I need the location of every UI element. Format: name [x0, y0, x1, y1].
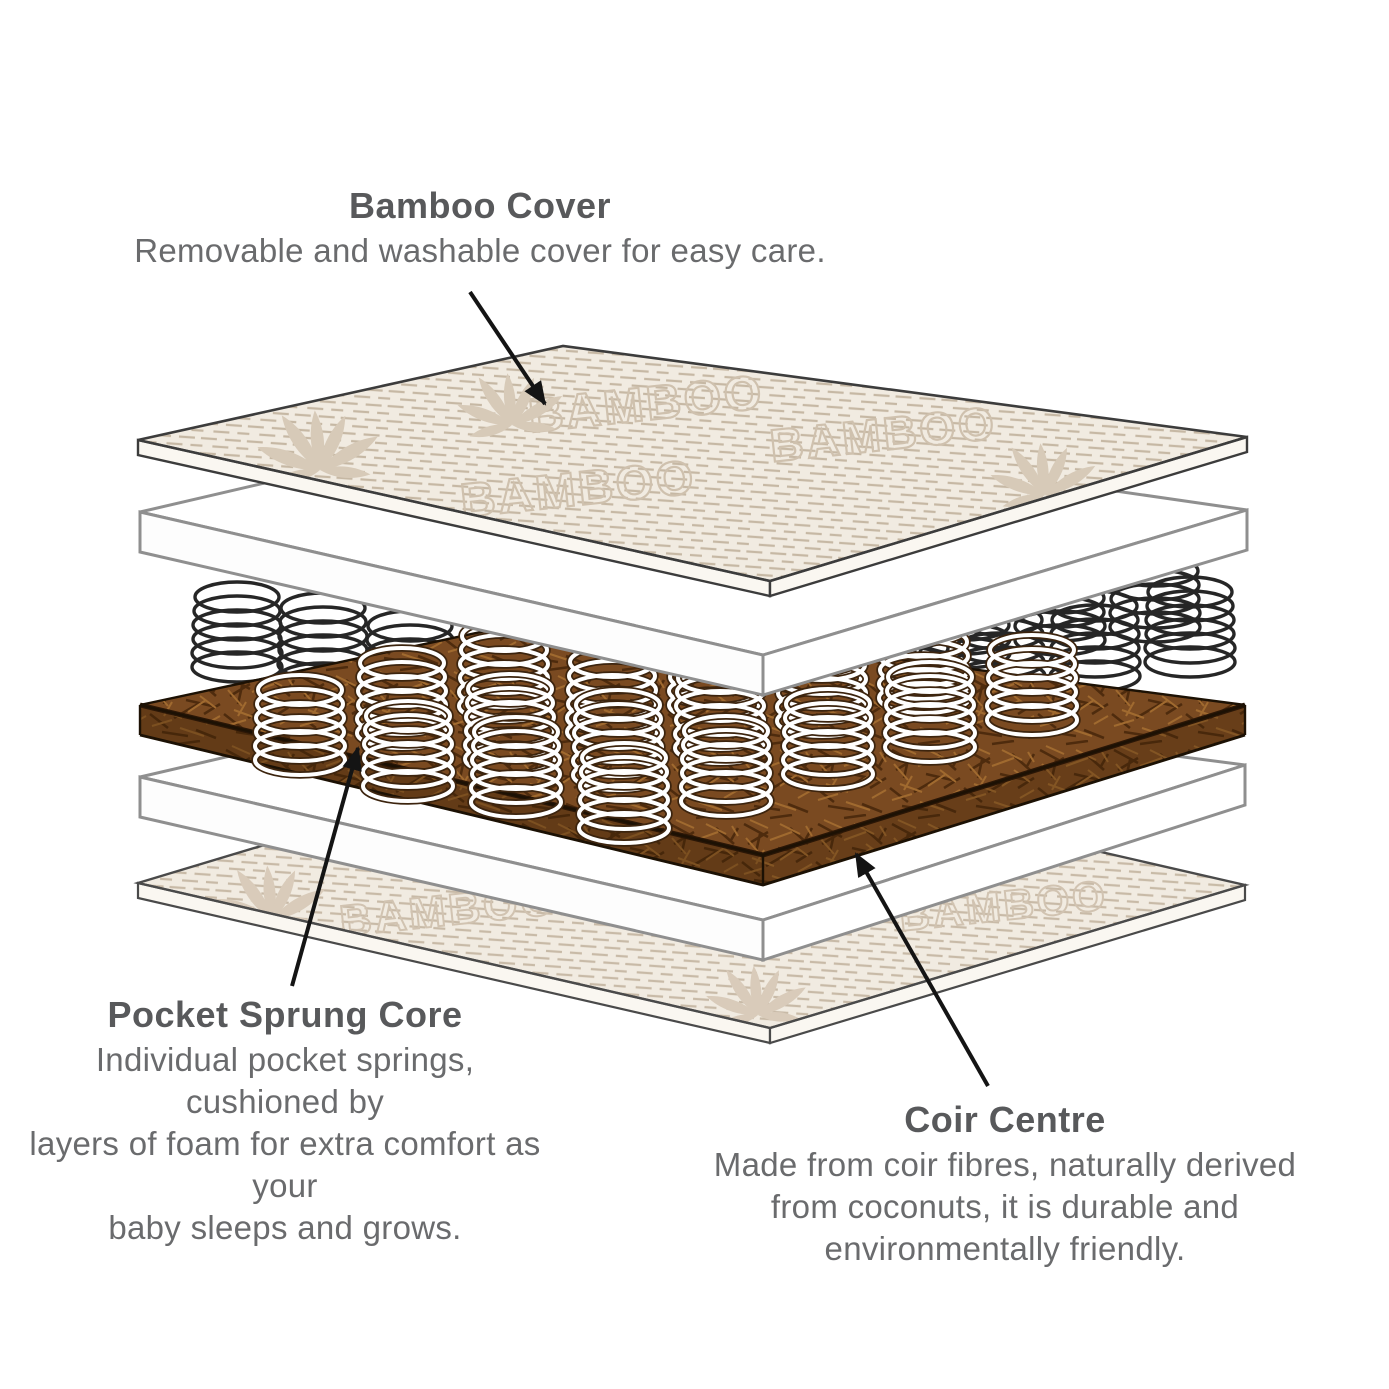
bamboo-cover-title: Bamboo Cover — [348, 185, 612, 226]
pocket-sprung-core-title: Pocket Sprung Core — [107, 994, 463, 1035]
coir-centre-description-line: from coconuts, it is durable and — [770, 1188, 1240, 1225]
pocket-sprung-core-description-line: Individual pocket springs, cushioned by — [95, 1041, 475, 1120]
coir-centre-description-line: environmentally friendly. — [824, 1230, 1186, 1267]
bamboo-cover-top-layer: BAMBOO BAMBOO BAMBOO — [136, 344, 1249, 598]
pocket-sprung-core-annotation: Pocket Sprung Core Individual pocket spr… — [20, 995, 550, 1249]
coir-centre-annotation: Coir Centre Made from coir fibres, natur… — [655, 1100, 1355, 1270]
pocket-sprung-core-description-line: baby sleeps and grows. — [108, 1209, 462, 1246]
coir-centre-title: Coir Centre — [904, 1099, 1106, 1140]
bamboo-cover-arrow — [468, 290, 547, 406]
bamboo-cover-description: Removable and washable cover for easy ca… — [134, 232, 826, 269]
coir-centre-arrow — [854, 852, 990, 1087]
pocket-sprung-core-description-line: layers of foam for extra comfort as your — [29, 1125, 541, 1204]
bamboo-cover-annotation: Bamboo Cover Removable and washable cove… — [130, 186, 830, 272]
coir-centre-description-line: Made from coir fibres, naturally derived — [713, 1146, 1297, 1183]
pocket-sprung-core-arrow — [290, 746, 362, 987]
